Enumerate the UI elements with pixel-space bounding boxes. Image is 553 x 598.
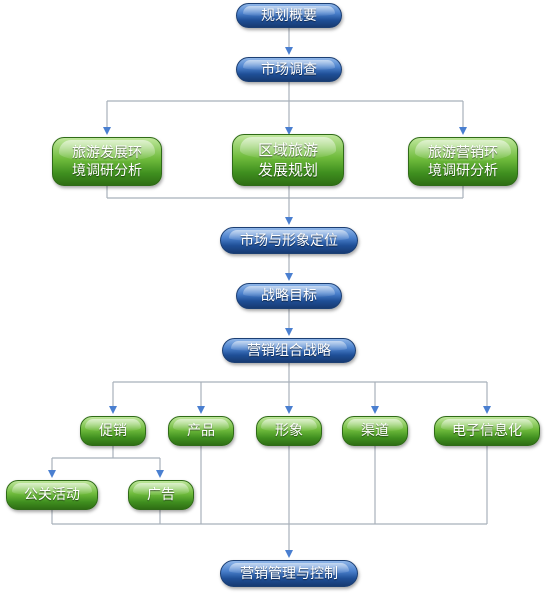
- node-overview-label: 规划概要: [261, 7, 317, 24]
- node-strategy-goal[interactable]: 战略目标: [236, 283, 342, 309]
- node-image-label: 形象: [275, 423, 303, 439]
- node-public-relations-label: 公关活动: [24, 487, 80, 503]
- node-advertising-label: 广告: [147, 487, 175, 503]
- node-channel-label: 渠道: [361, 423, 389, 439]
- node-regional-planning-label: 区域旅游 发展规划: [257, 141, 318, 179]
- node-channel[interactable]: 渠道: [342, 416, 408, 446]
- node-public-relations[interactable]: 公关活动: [6, 480, 98, 510]
- node-overview[interactable]: 规划概要: [236, 3, 342, 28]
- node-e-information[interactable]: 电子信息化: [434, 416, 540, 446]
- node-positioning[interactable]: 市场与形象定位: [220, 227, 358, 254]
- node-tourism-env-analysis-label: 旅游发展环 境调研分析: [72, 144, 142, 179]
- node-promotion[interactable]: 促销: [80, 416, 146, 446]
- node-product[interactable]: 产品: [168, 416, 234, 446]
- node-tourism-env-analysis[interactable]: 旅游发展环 境调研分析: [52, 137, 162, 186]
- node-marketing-mix-label: 营销组合战略: [247, 342, 331, 359]
- node-marketing-mix[interactable]: 营销组合战略: [222, 338, 356, 363]
- node-e-information-label: 电子信息化: [452, 423, 522, 439]
- node-image[interactable]: 形象: [256, 416, 322, 446]
- node-promotion-label: 促销: [99, 423, 127, 439]
- node-market-survey-label: 市场调查: [261, 61, 317, 78]
- node-marketing-env-analysis-label: 旅游营销环 境调研分析: [428, 144, 498, 179]
- node-marketing-env-analysis[interactable]: 旅游营销环 境调研分析: [408, 137, 518, 186]
- node-positioning-label: 市场与形象定位: [240, 232, 338, 249]
- node-advertising[interactable]: 广告: [128, 480, 194, 510]
- node-market-survey[interactable]: 市场调查: [236, 57, 342, 82]
- node-management-control[interactable]: 营销管理与控制: [220, 560, 358, 587]
- node-regional-planning[interactable]: 区域旅游 发展规划: [232, 134, 344, 186]
- node-strategy-goal-label: 战略目标: [261, 288, 317, 304]
- node-product-label: 产品: [187, 423, 215, 439]
- node-management-control-label: 营销管理与控制: [240, 565, 338, 582]
